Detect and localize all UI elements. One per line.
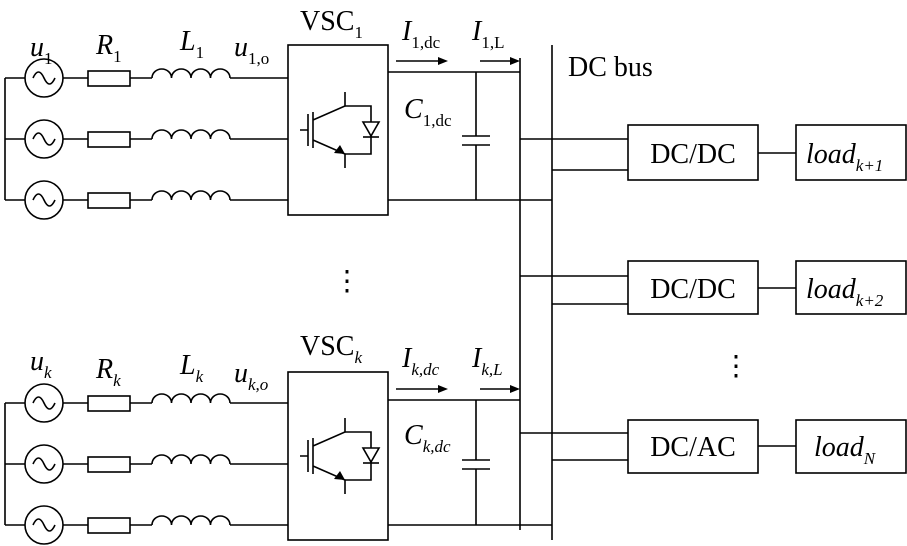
resistor-symbol (87, 131, 131, 148)
ac-output-label: uk,o (234, 358, 268, 394)
group-ellipsis: ⋮ (333, 266, 361, 297)
load-label: loadk+1 (806, 139, 883, 175)
inductor-symbol (151, 393, 231, 404)
inductor-label: Lk (179, 350, 204, 386)
phase-line (24, 119, 288, 159)
load-box (795, 124, 907, 181)
converter-box (627, 260, 759, 315)
converter-group-k (4, 371, 552, 545)
inductor-symbol (151, 190, 231, 201)
dc-current-label: I1,dc (401, 16, 441, 52)
load-box (795, 260, 907, 315)
inductor-symbol (151, 515, 231, 526)
resistor-symbol (87, 70, 131, 87)
phase-line (24, 58, 288, 98)
resistor-symbol (87, 517, 131, 534)
source-common-wire (4, 402, 25, 526)
vsc-label: VSCk (300, 331, 362, 367)
capacitor-label: C1,dc (404, 94, 452, 130)
load-label: loadk+2 (806, 274, 884, 310)
dc-link-capacitor (462, 400, 490, 525)
load-branch-1 (520, 124, 907, 181)
dc-current-label: Ik,dc (401, 343, 440, 379)
vsc-label: VSC1 (300, 6, 363, 42)
phase-line (24, 180, 288, 220)
converter-label: DC/AC (650, 432, 736, 463)
inductor-symbol (151, 68, 231, 79)
source-label: u1 (30, 32, 53, 68)
resistor-label: R1 (95, 30, 122, 66)
converter-label: DC/DC (650, 274, 736, 305)
load-current-label: Ik,L (471, 343, 503, 379)
converter-group-1 (4, 44, 552, 220)
ac-output-label: u1,o (234, 32, 269, 68)
capacitor-label: Ck,dc (404, 420, 451, 456)
load-branch-2 (520, 260, 907, 315)
load-ellipsis: ⋮ (722, 351, 750, 382)
dc-link-capacitor (462, 72, 490, 200)
source-label: uk (30, 346, 52, 382)
phase-line (24, 383, 288, 423)
resistor-label: Rk (95, 354, 121, 390)
phase-line (24, 444, 288, 484)
source-common-wire (4, 77, 25, 201)
resistor-symbol (87, 192, 131, 209)
converter-label: DC/DC (650, 139, 736, 170)
phase-line (24, 505, 288, 545)
igbt-diode-icon (300, 418, 381, 494)
load-branch-3 (520, 419, 907, 474)
inductor-label: L1 (179, 26, 204, 62)
resistor-symbol (87, 395, 131, 412)
load-box (795, 419, 907, 474)
inductor-symbol (151, 454, 231, 465)
converter-box (627, 124, 759, 181)
igbt-diode-icon (300, 92, 381, 168)
resistor-symbol (87, 456, 131, 473)
dc-bus-label: DC bus (568, 52, 653, 83)
inductor-symbol (151, 129, 231, 140)
load-current-label: I1,L (471, 16, 504, 52)
load-label: loadN (814, 432, 877, 468)
